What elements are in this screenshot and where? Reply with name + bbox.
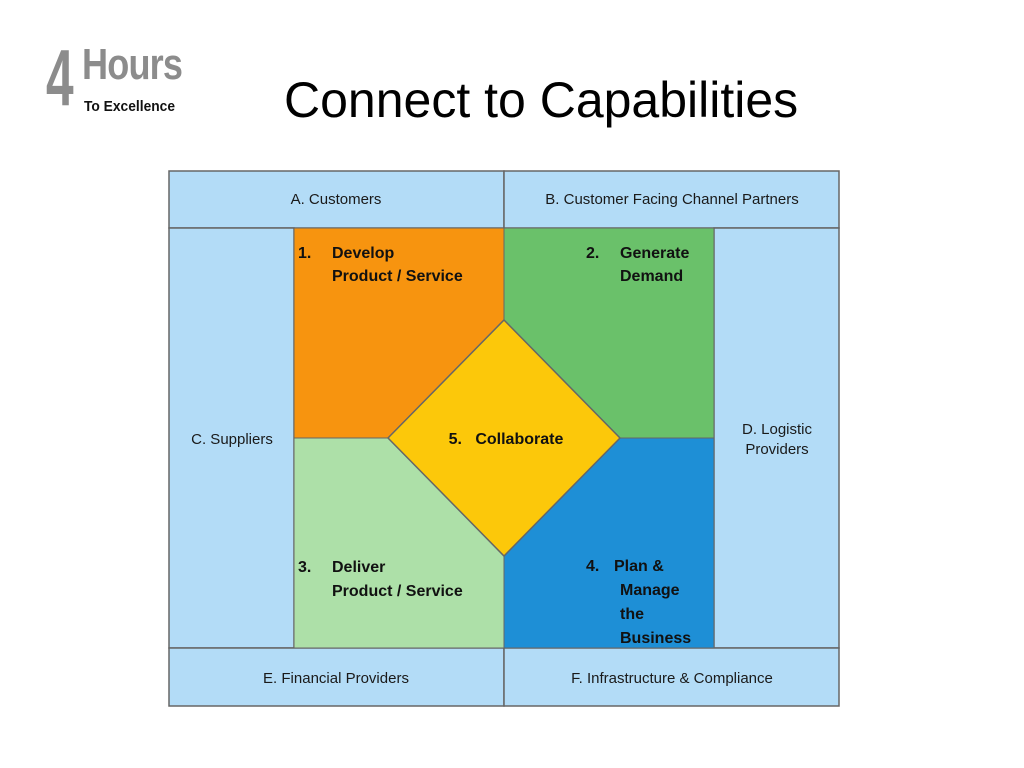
cell-infrastructure xyxy=(503,647,840,707)
cell-channel-partners xyxy=(503,170,840,229)
label-financial-providers: E. Financial Providers xyxy=(263,670,409,687)
company-logo: 4 Hours To Excellence xyxy=(44,36,204,120)
label-plan-line3: the xyxy=(620,606,644,623)
label-logistic-line2: Providers xyxy=(745,441,808,458)
label-collaborate: 5. Collaborate xyxy=(449,431,564,448)
cell-financial-providers xyxy=(168,647,505,707)
label-channel-partners: B. Customer Facing Channel Partners xyxy=(545,191,798,208)
capabilities-diagram: A. Customers B. Customer Facing Channel … xyxy=(168,170,840,710)
label-develop-line2: Product / Service xyxy=(332,268,463,285)
label-plan-line1: Plan & xyxy=(614,558,664,575)
label-plan-number: 4. xyxy=(586,558,599,575)
diamond-collaborate xyxy=(386,318,622,558)
logo-word: Hours xyxy=(82,40,183,89)
label-deliver-line1: Deliver xyxy=(332,559,385,576)
label-deliver-line2: Product / Service xyxy=(332,583,463,600)
label-generate-number: 2. xyxy=(586,245,599,262)
label-infrastructure: F. Infrastructure & Compliance xyxy=(571,670,773,687)
cell-suppliers xyxy=(168,227,295,649)
label-suppliers: C. Suppliers xyxy=(191,431,273,448)
cell-logistic-providers xyxy=(713,227,840,649)
label-customers: A. Customers xyxy=(291,191,382,208)
label-develop-line1: Develop xyxy=(332,245,394,262)
logo-tagline: To Excellence xyxy=(84,98,176,115)
logo-digit: 4 xyxy=(46,33,74,122)
label-logistic-line1: D. Logistic xyxy=(742,421,813,438)
capabilities-diagram-svg: A. Customers B. Customer Facing Channel … xyxy=(168,170,840,707)
label-plan-line4: Business xyxy=(620,630,691,647)
label-develop-number: 1. xyxy=(298,245,311,262)
label-generate-line1: Generate xyxy=(620,245,689,262)
label-deliver-number: 3. xyxy=(298,559,311,576)
label-generate-line2: Demand xyxy=(620,268,683,285)
slide-title: Connect to Capabilities xyxy=(284,72,799,128)
cell-customers xyxy=(168,170,505,229)
label-plan-line2: Manage xyxy=(620,582,680,599)
